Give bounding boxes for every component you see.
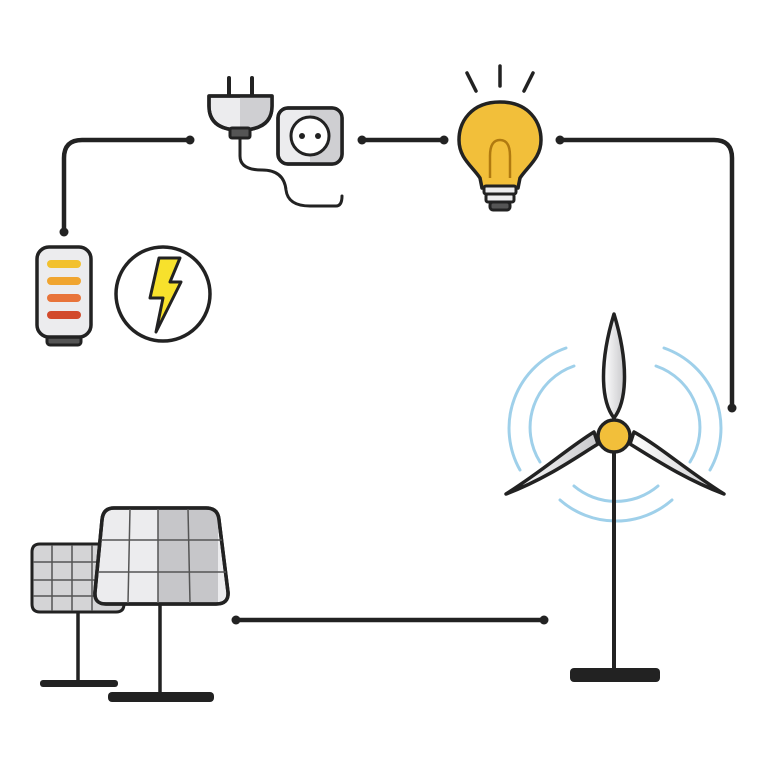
connector-battery-plug [61,137,193,235]
light-bulb-icon [457,64,543,212]
connector-node [555,135,565,145]
turbine-blade-top [601,312,627,420]
connector-node [231,615,241,625]
connector-node [439,135,449,145]
connector-node [59,227,69,237]
wall-socket-icon [276,106,344,166]
battery-icon [35,245,93,347]
battery-level-1 [47,260,81,268]
turbine-hub [596,418,632,454]
connector-node [727,403,737,413]
battery-level-2 [47,277,81,285]
connector-bulb-turbine [557,137,735,411]
power-plug-icon [207,76,344,208]
battery-level-4 [47,311,81,319]
battery-level-3 [47,294,81,302]
lightning-bolt-icon [114,245,212,343]
wind-turbine-icon [504,312,726,682]
turbine-blade-right [628,430,726,496]
solar-panel-icon [93,506,230,702]
connector-node [185,135,195,145]
connector-node [357,135,367,145]
connector-node [539,615,549,625]
connectors [59,135,737,625]
turbine-blade-left [504,430,600,496]
